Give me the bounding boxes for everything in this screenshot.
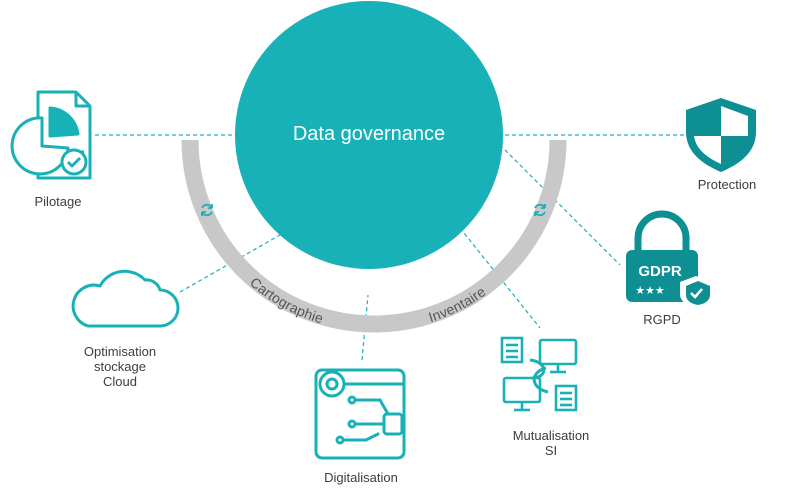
label-protection: Protection (697, 177, 757, 192)
gdpr-icon-text: GDPR (638, 263, 682, 280)
shield-icon (686, 98, 756, 172)
label-line: stockage (93, 359, 147, 374)
connector-digitalisation (361, 294, 369, 361)
arc-label-cartographie: Cartographie (247, 274, 325, 327)
arc-label-inventaire: Inventaire (427, 283, 489, 325)
label-line: Mutualisation (512, 428, 590, 443)
label-optimisation-stockage-cloud: Optimisation stockage Cloud (70, 344, 170, 389)
refresh-icon (201, 203, 213, 217)
label-line: SI (544, 443, 558, 458)
connector-rgpd (494, 139, 621, 266)
center-title: Data governance (292, 123, 446, 145)
label-digitalisation: Digitalisation (324, 470, 398, 485)
label-rgpd: RGPD (643, 312, 681, 327)
label-line: Optimisation (83, 344, 157, 359)
refresh-icon (534, 203, 546, 217)
svg-text:Inventaire: Inventaire (427, 283, 489, 325)
process-arc (181, 139, 567, 333)
data-governance-circle (235, 1, 503, 269)
pie-chart-document-icon (10, 90, 92, 180)
label-line: Cloud (103, 374, 137, 389)
svg-text:★★★: ★★★ (635, 284, 665, 297)
label-mutualisation-si: Mutualisation SI (496, 428, 606, 458)
cloud-icon (71, 269, 180, 328)
label-pilotage: Pilotage (34, 194, 82, 209)
svg-text:Cartographie: Cartographie (247, 274, 325, 327)
circuit-board-icon (314, 368, 406, 460)
computer-network-icon (500, 336, 578, 412)
gdpr-lock-icon: GDPR ★★★ (626, 210, 712, 308)
